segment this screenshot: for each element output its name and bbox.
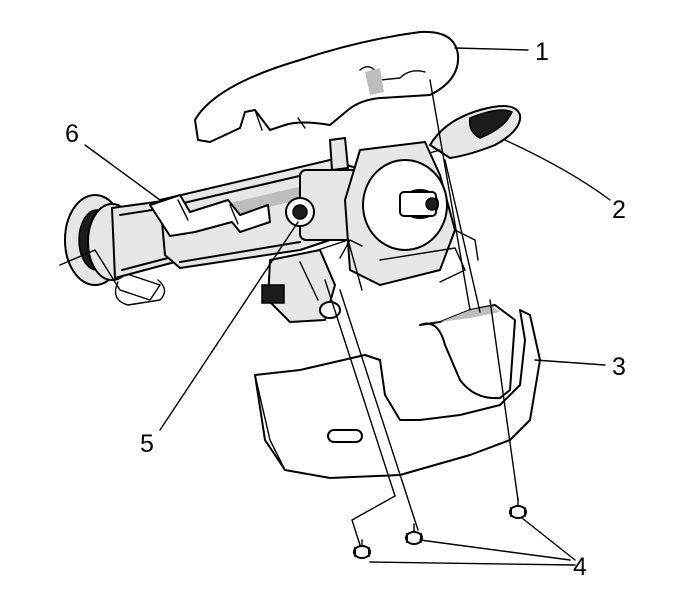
part-1-upper-shroud <box>194 30 460 143</box>
switch-components <box>261 239 363 323</box>
callout-leaders <box>84 47 611 566</box>
callout-labels: 1 2 3 4 5 6 <box>65 38 626 581</box>
screw-icon <box>405 523 423 545</box>
callout-5: 5 <box>140 430 154 458</box>
callout-1: 1 <box>535 38 549 66</box>
part-4-screws <box>353 497 527 559</box>
screw-icon <box>509 497 527 519</box>
ignition-assembly <box>285 137 479 286</box>
callout-3: 3 <box>612 353 626 381</box>
callout-4: 4 <box>573 553 587 581</box>
assembly-guide-lines <box>324 79 519 546</box>
callout-2: 2 <box>612 196 626 224</box>
screw-icon <box>353 539 371 559</box>
part-6-trim <box>149 194 271 237</box>
part-3-lower-shroud <box>254 304 541 479</box>
callout-6: 6 <box>65 120 79 148</box>
part-2-lever <box>404 105 522 161</box>
